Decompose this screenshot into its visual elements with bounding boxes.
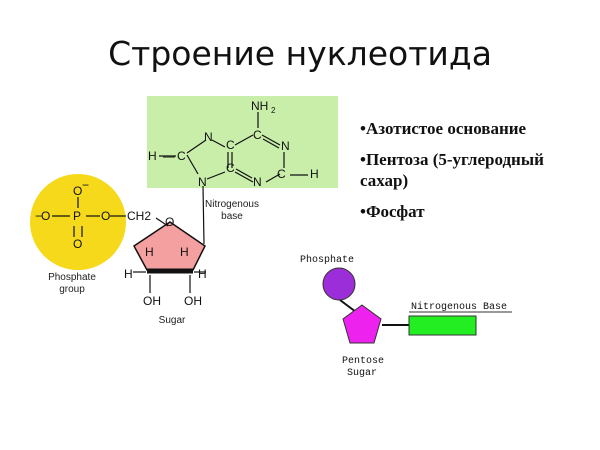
svg-text:N: N bbox=[253, 175, 262, 189]
oh-right-label: OH bbox=[184, 294, 202, 308]
svg-text:P: P bbox=[73, 209, 81, 223]
svg-text:2: 2 bbox=[271, 106, 276, 115]
svg-text:C: C bbox=[253, 128, 262, 142]
nitrogenous-base-caption-1: Nitrogenous bbox=[205, 199, 259, 210]
svg-text:O: O bbox=[101, 209, 110, 223]
schematic-base-rect bbox=[408, 315, 477, 336]
svg-text:N: N bbox=[198, 175, 207, 189]
svg-text:−: − bbox=[35, 209, 42, 223]
svg-text:N: N bbox=[204, 130, 213, 144]
purine-bonds bbox=[159, 112, 308, 245]
svg-text:−: − bbox=[82, 178, 89, 192]
ch2-label: CH2 bbox=[127, 209, 151, 223]
bullet-item: •Фосфат bbox=[360, 202, 425, 221]
svg-text:C: C bbox=[177, 149, 186, 163]
svg-text:—: — bbox=[292, 167, 304, 181]
schematic-pentose-label-2: Sugar bbox=[347, 368, 377, 379]
svg-text:H: H bbox=[310, 167, 319, 181]
svg-text:O: O bbox=[165, 215, 174, 229]
phosphate-group: O− −O P O O CH2 bbox=[35, 178, 169, 251]
svg-text:O: O bbox=[73, 237, 82, 251]
svg-text:O: O bbox=[41, 209, 50, 223]
svg-text:H: H bbox=[180, 245, 189, 259]
slide-title: Строение нуклеотида bbox=[108, 34, 492, 73]
sugar-caption: Sugar bbox=[159, 315, 186, 326]
svg-text:H: H bbox=[145, 245, 154, 259]
phosphate-caption-1: Phosphate bbox=[48, 272, 96, 283]
svg-text:C: C bbox=[226, 138, 235, 152]
schematic-phosphate-label: Phosphate bbox=[300, 254, 354, 266]
sugar-atoms: O H H H H OH OH bbox=[124, 215, 207, 308]
bullet-list: •Азотистое основание •Пентоза (5-углерод… bbox=[360, 118, 595, 232]
oh-left-label: OH bbox=[143, 294, 161, 308]
svg-text:C: C bbox=[277, 167, 286, 181]
phosphate-highlight bbox=[30, 174, 126, 270]
svg-text:N: N bbox=[281, 139, 290, 153]
schematic-nucleotide: Phosphate Nitrogenous Base Pentose Sugar bbox=[300, 254, 512, 379]
svg-text:NH: NH bbox=[251, 99, 268, 113]
schematic-sugar-pentagon bbox=[342, 304, 382, 344]
svg-text:H: H bbox=[124, 267, 133, 281]
svg-text:H: H bbox=[148, 149, 157, 163]
schematic-base-label: Nitrogenous Base bbox=[411, 301, 507, 313]
phosphate-caption-2: group bbox=[59, 284, 85, 295]
nitrogenous-base-caption-2: base bbox=[221, 211, 243, 222]
svg-text:O: O bbox=[73, 184, 82, 198]
svg-text:—: — bbox=[163, 149, 175, 163]
bullet-item: •Азотистое основание bbox=[360, 119, 527, 138]
svg-text:H: H bbox=[198, 267, 207, 281]
bullet-item: •Пентоза (5-углеродный сахар) bbox=[360, 150, 544, 190]
svg-text:C: C bbox=[226, 161, 235, 175]
schematic-phosphate-circle bbox=[322, 267, 356, 301]
schematic-pentose-label-1: Pentose bbox=[342, 356, 384, 367]
